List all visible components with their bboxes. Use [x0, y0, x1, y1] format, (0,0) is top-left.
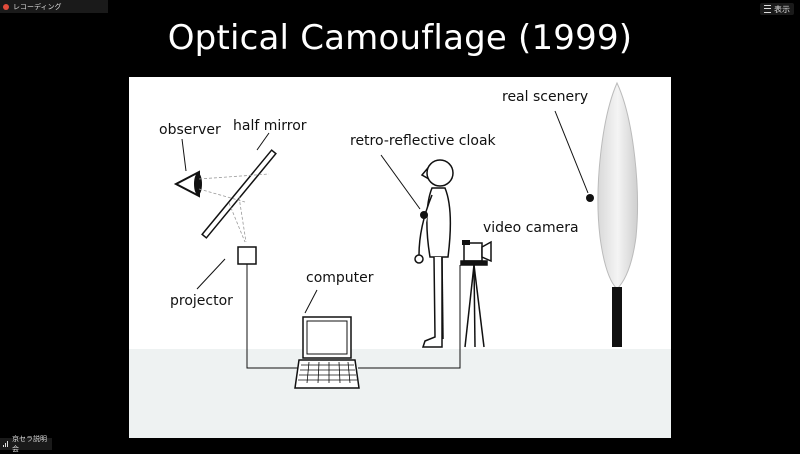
observer-pointer	[181, 138, 187, 172]
scenery-pointer	[554, 110, 589, 194]
slide-title: Optical Camouflage (1999)	[167, 18, 633, 58]
projector-icon	[237, 246, 257, 265]
camera-cable	[358, 265, 461, 369]
cloaked-person	[414, 159, 454, 348]
laptop-computer-icon	[294, 316, 360, 389]
floor	[129, 349, 671, 438]
view-button[interactable]: 表示	[760, 3, 794, 15]
view-button-label: 表示	[774, 4, 790, 14]
computer-pointer	[304, 289, 318, 314]
record-dot-icon	[3, 3, 9, 10]
video-camera-label: video camera	[483, 220, 579, 236]
projector-pointer	[196, 258, 226, 290]
computer-label: computer	[306, 270, 374, 286]
cloak-label: retro-reflective cloak	[350, 133, 497, 149]
scenery-stand	[612, 287, 622, 347]
scenery-marker	[586, 194, 594, 202]
observer-eye-icon	[173, 170, 202, 198]
recording-label: レコーディング	[13, 2, 62, 11]
meeting-name: 京セラ説明会	[12, 435, 47, 453]
half-mirror-label: half mirror	[233, 118, 307, 134]
slide-figure: observer half mirror projector	[129, 77, 671, 438]
camera-viewfinder	[462, 240, 470, 245]
projector-label: projector	[170, 293, 233, 309]
cloak-marker	[420, 211, 428, 219]
half-mirror-pointer	[256, 132, 270, 151]
real-scenery-panel	[597, 81, 638, 290]
video-camera-icon	[460, 240, 492, 348]
cloak-pointer	[380, 154, 421, 210]
signal-bars-icon	[3, 441, 9, 447]
projector-cable	[246, 264, 301, 369]
light-paths	[198, 173, 270, 243]
observer-label: observer	[159, 122, 221, 138]
menu-icon	[764, 5, 771, 13]
recording-indicator[interactable]: レコーディング	[0, 0, 108, 13]
optical-camouflage-diagram: observer half mirror projector	[129, 81, 671, 438]
meeting-name-bar[interactable]: 京セラ説明会	[0, 435, 52, 453]
half-mirror	[201, 149, 277, 239]
real-scenery-label: real scenery	[502, 89, 588, 105]
